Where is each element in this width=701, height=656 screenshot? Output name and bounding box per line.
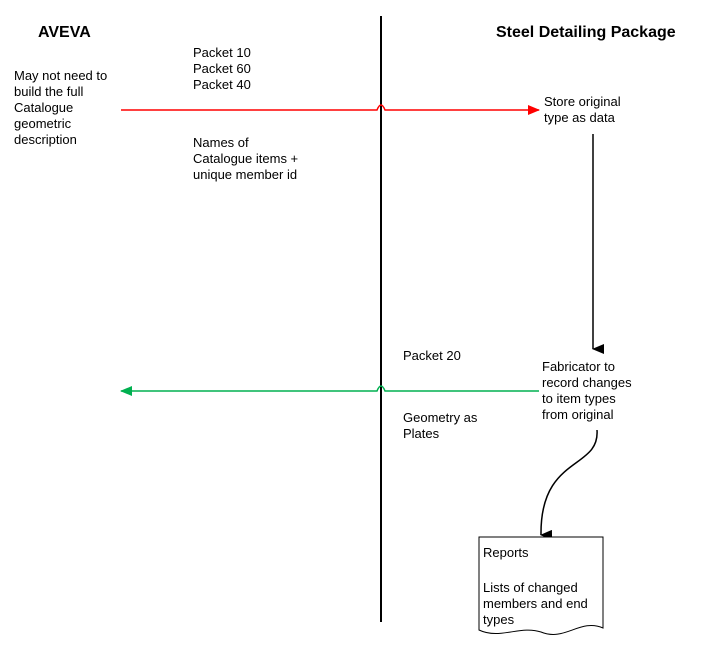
fabricator-step: Fabricator to record changes to item typ…	[542, 359, 632, 422]
outbound-content: Names of Catalogue items + unique member…	[193, 135, 299, 182]
aveva-heading: AVEVA	[38, 24, 91, 41]
reports-document	[478, 536, 604, 635]
outbound-packets: Packet 10 Packet 60 Packet 40	[193, 45, 251, 92]
left-note: May not need to build the full Catalogue…	[14, 68, 108, 147]
outbound-arrow	[121, 104, 540, 115]
inbound-arrow	[120, 385, 539, 396]
inbound-content: Geometry as Plates	[403, 410, 478, 441]
reports-title: Reports	[483, 545, 529, 560]
reports-body: Lists of changed members and end types	[483, 580, 588, 627]
store-step: Store original type as data	[544, 94, 621, 125]
fabricator-to-reports-arrow	[540, 429, 598, 540]
steel-detailing-heading: Steel Detailing Package	[496, 24, 676, 41]
inbound-packet: Packet 20	[403, 348, 461, 363]
